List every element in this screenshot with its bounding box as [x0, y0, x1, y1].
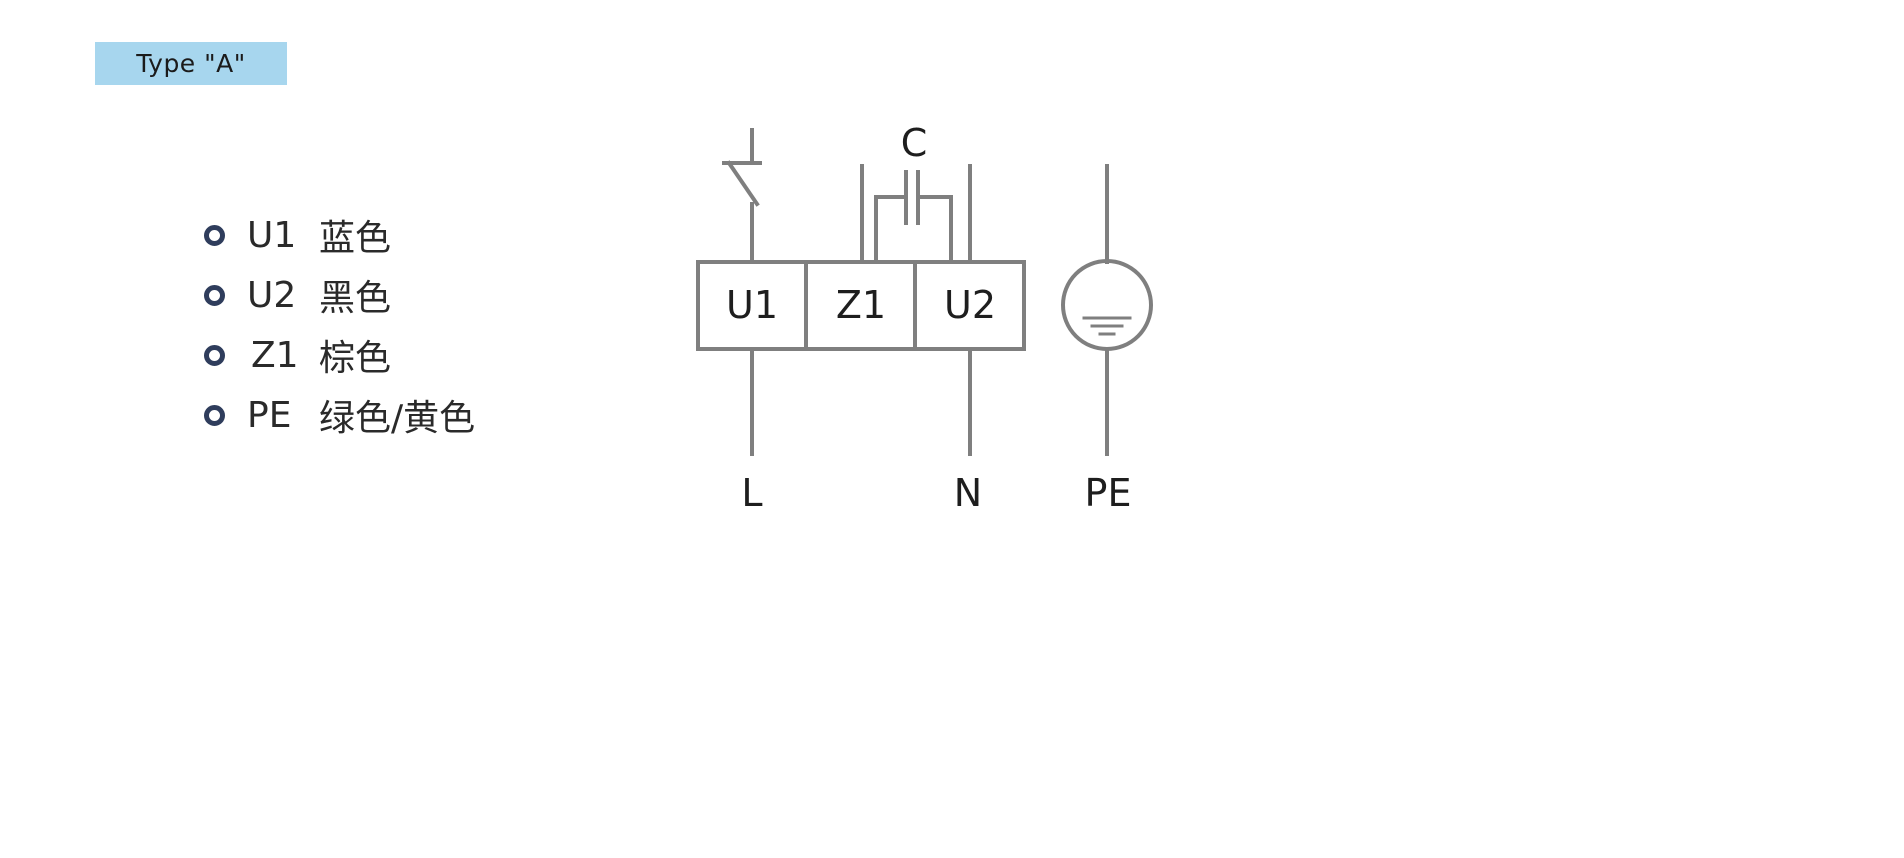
bullet-icon: [204, 224, 225, 246]
legend-code: Z1: [251, 334, 299, 376]
legend-color: 蓝色: [319, 218, 392, 259]
legend-code: U1: [247, 214, 297, 256]
type-badge: Type "A": [95, 42, 287, 85]
bullet-icon: [204, 344, 225, 366]
terminal-label-z1: Z1: [836, 283, 886, 327]
legend-item-pe: PE 绿色/黄色: [204, 385, 475, 445]
terminal-label-u2: U2: [944, 283, 996, 327]
capacitor-icon: [874, 170, 953, 264]
ground-icon: [1061, 259, 1153, 351]
legend-color: 棕色: [319, 338, 392, 379]
type-badge-label: Type "A": [136, 49, 246, 78]
legend-item-z1: Z1 棕色: [204, 325, 475, 385]
legend-item-u1: U1 蓝色: [204, 205, 475, 265]
bullet-icon: [204, 284, 225, 306]
connection-label-n: N: [954, 471, 982, 515]
legend-color: 黑色: [319, 278, 392, 319]
terminal-label-u1: U1: [726, 283, 778, 327]
switch-icon: [722, 128, 762, 264]
terminal-block: [696, 260, 1026, 351]
connection-label-l: L: [741, 471, 762, 515]
legend-code: U2: [247, 274, 297, 316]
capacitor-label: C: [901, 121, 928, 165]
legend-color: 绿色/黄色: [319, 398, 476, 439]
legend-item-u2: U2 黑色: [204, 265, 475, 325]
bullet-icon: [204, 404, 225, 426]
connection-label-pe: PE: [1085, 471, 1132, 515]
legend-code: PE: [247, 394, 292, 436]
wire-color-legend: U1 蓝色 U2 黑色 Z1 棕色 PE 绿色/黄色: [204, 205, 475, 445]
